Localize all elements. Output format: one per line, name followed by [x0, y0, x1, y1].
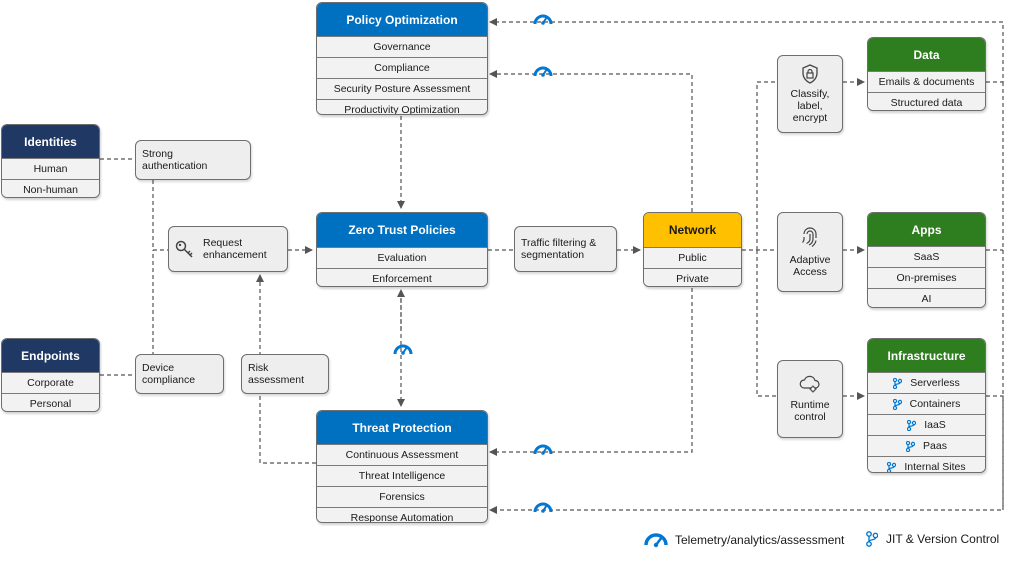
infra-row: Internal Sites — [868, 456, 985, 473]
identities-row: Non-human — [2, 179, 99, 197]
gauge-icon — [533, 14, 553, 27]
threat-row: Response Automation — [317, 507, 487, 522]
data-row: Emails & documents — [868, 71, 985, 92]
policy-optimization-title: Policy Optimization — [317, 3, 487, 36]
classify-text: Classify, label, encrypt — [790, 88, 830, 124]
gauge-icon — [393, 344, 413, 357]
endpoints-box: Endpoints Corporate Personal — [1, 338, 100, 412]
traffic-filtering-text: Traffic filtering & segmentation — [521, 237, 597, 261]
identities-row: Human — [2, 158, 99, 179]
network-box: Network Public Private — [643, 212, 742, 287]
risk-assessment-label: Risk assessment — [241, 354, 329, 394]
apps-title: Apps — [868, 213, 985, 246]
legend-telemetry-text: Telemetry/analytics/assessment — [675, 533, 845, 547]
threat-row: Threat Intelligence — [317, 465, 487, 486]
identities-title: Identities — [2, 125, 99, 158]
policy-row: Governance — [317, 36, 487, 57]
branch-icon — [907, 419, 917, 431]
apps-row: SaaS — [868, 246, 985, 267]
policy-row: Productivity Optimization — [317, 99, 487, 114]
infra-row: Containers — [868, 393, 985, 414]
strong-authentication-label: Strong authentication — [135, 140, 251, 180]
threat-row: Continuous Assessment — [317, 444, 487, 465]
gauge-icon — [533, 444, 553, 457]
infra-label: Paas — [923, 440, 947, 452]
request-enhancement-text: Request enhancement — [203, 237, 267, 261]
traffic-filtering-label: Traffic filtering & segmentation — [514, 226, 617, 272]
risk-assessment-text: Risk assessment — [248, 362, 305, 386]
identities-box: Identities Human Non-human — [1, 124, 100, 198]
runtime-control-label: Runtime control — [777, 360, 843, 438]
apps-row: AI — [868, 288, 985, 307]
threat-protection-box: Threat Protection Continuous Assessment … — [316, 410, 488, 523]
infra-row: Serverless — [868, 372, 985, 393]
zero-trust-row: Evaluation — [317, 247, 487, 268]
branch-icon — [906, 440, 916, 452]
infra-label: IaaS — [924, 419, 946, 431]
policy-optimization-box: Policy Optimization Governance Complianc… — [316, 2, 488, 115]
legend-jit: JIT & Version Control — [866, 531, 999, 547]
infrastructure-title: Infrastructure — [868, 339, 985, 372]
zero-trust-row: Enforcement — [317, 268, 487, 286]
data-title: Data — [868, 38, 985, 71]
branch-icon — [866, 531, 878, 547]
fingerprint-icon — [800, 226, 820, 248]
key-icon — [175, 239, 195, 259]
legend-telemetry: Telemetry/analytics/assessment — [643, 531, 844, 549]
strong-authentication-text: Strong authentication — [142, 148, 208, 172]
data-row: Structured data — [868, 92, 985, 110]
request-enhancement-label: Request enhancement — [168, 226, 288, 272]
gauge-icon — [533, 502, 553, 515]
infra-label: Serverless — [910, 377, 960, 389]
legend-jit-text: JIT & Version Control — [886, 532, 1000, 546]
device-compliance-label: Device compliance — [135, 354, 224, 394]
infra-row: Paas — [868, 435, 985, 456]
gauge-icon — [533, 66, 553, 79]
network-row: Private — [644, 268, 741, 286]
infra-label: Internal Sites — [904, 461, 966, 473]
branch-icon — [887, 461, 897, 472]
data-box: Data Emails & documents Structured data — [867, 37, 986, 111]
runtime-control-text: Runtime control — [790, 399, 830, 423]
classify-label: Classify, label, encrypt — [777, 55, 843, 133]
adaptive-access-label: Adaptive Access — [777, 212, 843, 292]
endpoints-row: Corporate — [2, 372, 99, 393]
apps-row: On-premises — [868, 267, 985, 288]
cloud-gear-icon — [799, 375, 821, 393]
lock-shield-icon — [801, 64, 819, 84]
infra-label: Containers — [909, 398, 961, 410]
infra-row: IaaS — [868, 414, 985, 435]
network-row: Public — [644, 247, 741, 268]
infrastructure-box: Infrastructure Serverless Containers Iaa… — [867, 338, 986, 473]
zero-trust-policies-box: Zero Trust Policies Evaluation Enforceme… — [316, 212, 488, 287]
endpoints-row: Personal — [2, 393, 99, 411]
zero-trust-title: Zero Trust Policies — [317, 213, 487, 247]
network-title: Network — [644, 213, 741, 247]
branch-icon — [893, 377, 903, 389]
endpoints-title: Endpoints — [2, 339, 99, 372]
device-compliance-text: Device compliance — [142, 362, 196, 386]
apps-box: Apps SaaS On-premises AI — [867, 212, 986, 308]
policy-row: Compliance — [317, 57, 487, 78]
threat-row: Forensics — [317, 486, 487, 507]
threat-protection-title: Threat Protection — [317, 411, 487, 444]
policy-row: Security Posture Assessment — [317, 78, 487, 99]
adaptive-access-text: Adaptive Access — [789, 254, 831, 278]
gauge-icon — [643, 531, 669, 549]
branch-icon — [892, 398, 902, 410]
